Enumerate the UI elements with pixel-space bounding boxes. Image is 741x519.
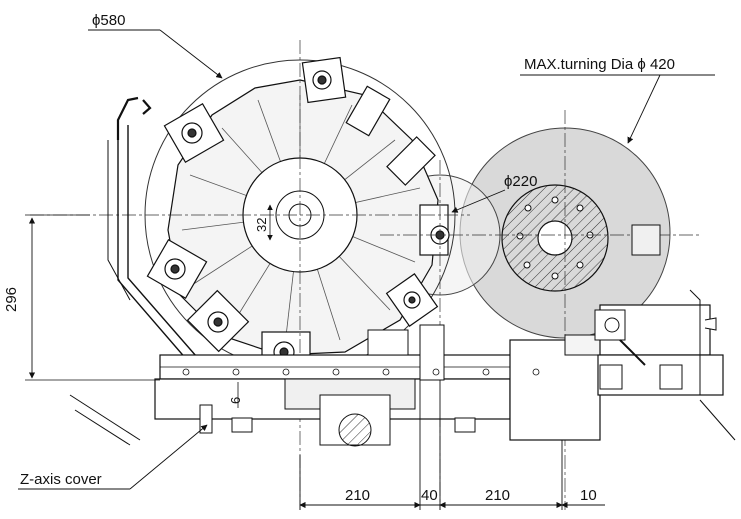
dim-32-label: 32 [254,218,269,232]
chuck-diameter-label: ϕ220 [504,173,537,190]
tool-holders [146,56,450,369]
turret-diameter-label: ϕ580 [92,12,125,29]
way-rollers [182,368,540,376]
bottom-dim-label: 10 [580,487,597,504]
base-lines [69,394,736,446]
bottom-dimension-chain [299,380,605,510]
dim-296-label: 296 [3,287,20,312]
tailstock-assembly [594,224,724,396]
bottom-dim-label: 210 [345,487,370,504]
bottom-dim-label: 210 [485,487,510,504]
machine-bed [154,324,606,447]
dim-6-label: 6 [228,397,243,404]
bottom-dim-label: 40 [421,487,438,504]
chuck-bore [537,220,573,256]
max-turning-label: MAX.turning Dia ϕ 420 [524,56,675,73]
chip-guard [107,96,211,376]
z-axis-cover-label: Z-axis cover [20,471,102,488]
